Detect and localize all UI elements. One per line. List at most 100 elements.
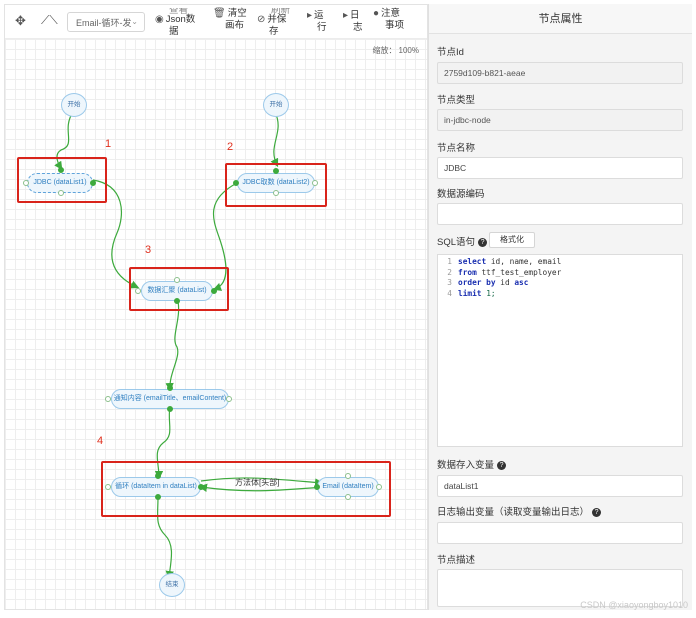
view-json-line2: Json数	[165, 14, 196, 25]
clear-canvas-button[interactable]: 🗑清空 画布	[213, 8, 249, 32]
line-number: 3	[447, 278, 452, 287]
run-line2: 行	[317, 22, 327, 33]
log-line2: 志	[353, 22, 363, 33]
log-var-label: 日志输出变量（读取变量输出日志）?	[437, 504, 602, 518]
flow-edges	[54, 111, 324, 580]
start-node-2-label: 开始	[269, 101, 283, 108]
port[interactable]	[233, 180, 239, 186]
toolbar: ✥ ⟋⟍ Email-循环-发 ⌄ 查看 ◉Json数 据 🗑清空 画布 刷新 …	[5, 5, 427, 39]
edge-start2-jdbc2	[270, 111, 279, 168]
node-type-label: 节点类型	[437, 95, 476, 106]
end-node[interactable]: 结束	[159, 573, 185, 597]
annotation-2: 2	[227, 141, 234, 153]
panel-title: 节点属性	[429, 4, 692, 34]
node-name-label: 节点名称	[437, 143, 476, 154]
highlight-box-1	[17, 157, 107, 203]
port[interactable]	[273, 168, 279, 174]
start-node-1[interactable]: 开始	[61, 93, 87, 117]
play-icon: ▸	[307, 10, 313, 21]
start-node-1-label: 开始	[67, 101, 81, 108]
view-json-line1: 查看	[169, 8, 189, 14]
edge-label: 方法体[头部]	[235, 478, 280, 487]
port[interactable]	[105, 396, 111, 402]
help-icon[interactable]: ?	[478, 237, 488, 247]
save-line1: 刷新	[271, 8, 291, 14]
port[interactable]	[226, 396, 232, 402]
datasource-field[interactable]	[437, 203, 683, 225]
run-button[interactable]: ▸运 行	[307, 10, 337, 34]
store-var-field[interactable]: dataList1	[437, 475, 683, 497]
zoom-value: 100%	[398, 46, 419, 55]
highlight-box-2	[225, 163, 327, 207]
format-button[interactable]: 格式化	[489, 232, 535, 248]
notify-node-label: 通知内容 (emailTitle、emailContent)	[113, 395, 227, 402]
line-number: 2	[447, 267, 452, 277]
view-json-button[interactable]: 查看 ◉Json数 据	[155, 8, 205, 38]
port[interactable]	[167, 406, 173, 412]
start-node-2[interactable]: 开始	[263, 93, 289, 117]
jdbc-node-1-label: JDBC (dataList1)	[33, 179, 87, 186]
sql-keyword: asc	[514, 278, 529, 287]
node-name-field[interactable]: JDBC	[437, 157, 683, 179]
log-var-field[interactable]	[437, 522, 683, 544]
merge-node-label: 数据汇聚 (dataList)	[147, 287, 207, 294]
port[interactable]	[58, 190, 64, 196]
node-id-label: 节点Id	[437, 47, 464, 58]
log-var-label-text: 日志输出变量（读取变量输出日志）	[437, 507, 590, 518]
note-line2: 事项	[385, 20, 405, 31]
sql-number: 1;	[486, 288, 496, 298]
node-id-field[interactable]: 2759d109-b821-aeae	[437, 62, 683, 84]
log-line1: 日	[350, 10, 360, 21]
port[interactable]	[167, 385, 173, 391]
end-node-label: 结束	[165, 581, 179, 588]
line-chart-icon[interactable]: ⟋⟍	[41, 13, 58, 27]
zoom-label: 缩放：	[372, 46, 397, 55]
info-icon: ●	[373, 8, 380, 19]
refresh-save-button[interactable]: 刷新 ⊘并保 存	[257, 8, 309, 38]
sql-text: ttf_test_employer	[476, 267, 562, 277]
edge-merge-notify	[165, 296, 180, 392]
log-button[interactable]: ▸日 志	[343, 10, 373, 34]
node-type-field[interactable]: in-jdbc-node	[437, 109, 683, 131]
sql-label-text: SQL语句	[437, 237, 476, 248]
view-json-line3: 据	[169, 26, 179, 37]
port[interactable]	[155, 494, 161, 500]
sql-keyword: order by	[458, 278, 496, 287]
port[interactable]	[273, 190, 279, 196]
port[interactable]	[345, 473, 351, 479]
port[interactable]	[174, 277, 180, 283]
edge-jdbc2-merge	[212, 182, 238, 291]
help-icon[interactable]: ?	[497, 460, 507, 470]
move-icon[interactable]: ✥	[15, 13, 26, 28]
sql-keyword: from	[458, 267, 477, 277]
edge-start1-jdbc1	[54, 111, 74, 170]
properties-panel: 节点属性 节点Id 2759d109-b821-aeae 节点类型 in-jdb…	[428, 4, 692, 610]
clear-line1: 清空	[227, 8, 247, 19]
canvas-grid[interactable]	[5, 39, 427, 609]
help-icon[interactable]: ?	[592, 507, 602, 517]
store-var-label: 数据存入变量?	[437, 457, 507, 471]
notes-button[interactable]: ●注意 事项	[373, 8, 425, 32]
annotation-4: 4	[97, 435, 104, 447]
line-number: 4	[447, 288, 452, 298]
save-line2: 并保	[267, 14, 287, 25]
workflow-select[interactable]: Email-循环-发 ⌄	[67, 12, 145, 32]
port[interactable]	[23, 180, 29, 186]
port[interactable]	[312, 180, 318, 186]
zoom-indicator: 缩放：100%	[371, 45, 419, 56]
annotation-1: 1	[105, 138, 112, 150]
port[interactable]	[135, 288, 141, 294]
desc-field[interactable]	[437, 569, 683, 607]
edge-loop-email	[200, 477, 324, 487]
watermark: CSDN @xiaoyongboy1010	[580, 600, 688, 610]
port[interactable]	[90, 180, 96, 186]
port[interactable]	[345, 494, 351, 500]
line-number: 1	[447, 257, 452, 266]
sql-text: id, name, email	[486, 257, 562, 266]
port[interactable]	[376, 484, 382, 490]
port[interactable]	[105, 484, 111, 490]
chevron-down-icon: ⌄	[131, 17, 138, 26]
port[interactable]	[174, 298, 180, 304]
desc-label: 节点描述	[437, 555, 476, 566]
